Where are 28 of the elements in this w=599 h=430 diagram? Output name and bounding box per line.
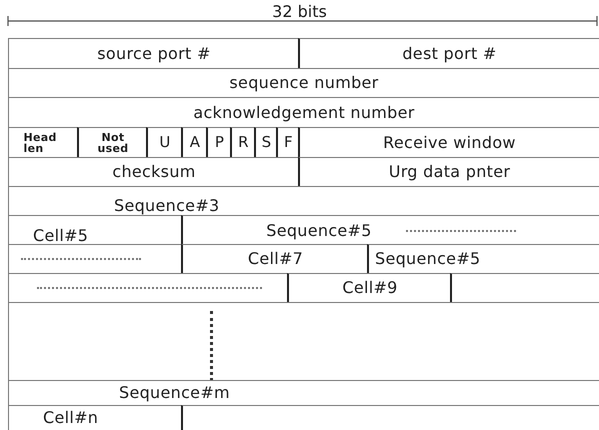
- field-label: A: [190, 134, 200, 151]
- header-field: [181, 244, 369, 274]
- field-label: R: [238, 134, 249, 151]
- field-label: Sequence#3: [114, 197, 220, 215]
- field-label: Receive window: [383, 134, 516, 152]
- field-label: Cell#9: [342, 279, 398, 297]
- field-label: Not used: [96, 132, 130, 154]
- field-label: source port #: [97, 44, 211, 62]
- field-label: Sequence#5: [266, 222, 372, 240]
- field-label: Sequence#5: [375, 250, 481, 268]
- field-label: sequence number: [229, 74, 379, 92]
- field-label: U: [159, 134, 171, 151]
- field-label: checksum: [112, 163, 196, 181]
- width-label: 32 bits: [271, 2, 328, 21]
- field-label: P: [214, 134, 224, 151]
- header-field: [8, 38, 300, 69]
- field-label: S: [262, 134, 272, 151]
- field-label: Cell#7: [248, 250, 304, 268]
- field-label: Urg data pnter: [388, 163, 510, 181]
- header-field: [298, 38, 599, 69]
- field-label: Head len: [24, 132, 58, 154]
- field-label: Cell#5: [33, 227, 88, 245]
- header-field: [367, 244, 599, 274]
- field-label: Cell#n: [43, 409, 98, 427]
- field-label: acknowledgement number: [193, 104, 415, 122]
- field-label: Sequence#m: [119, 384, 230, 402]
- field-label: dest port #: [402, 44, 497, 62]
- field-label: F: [284, 134, 293, 151]
